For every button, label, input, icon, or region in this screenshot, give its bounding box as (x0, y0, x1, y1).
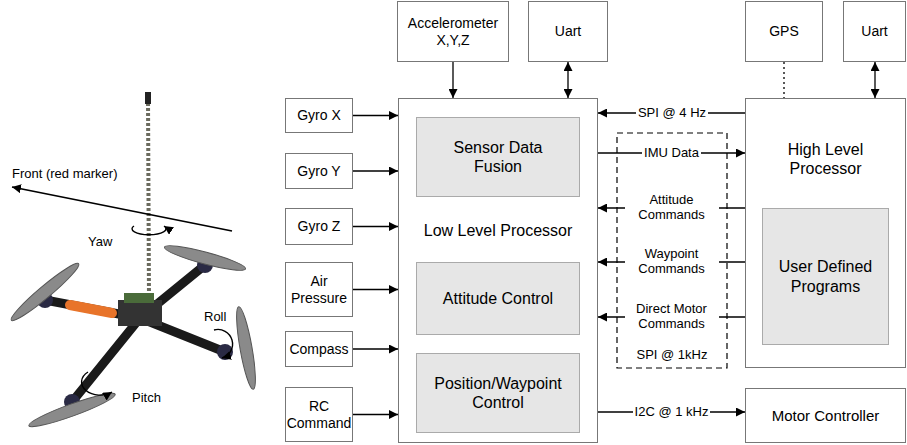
yaw-arrow (132, 226, 166, 235)
port-box: Uart (843, 1, 906, 62)
annotation-label: Roll (204, 309, 226, 325)
annotation-label: Yaw (88, 234, 112, 250)
connector-line (353, 289, 398, 290)
processor-box: Low Level Processor Sensor Data FusionAtt… (398, 98, 598, 443)
sensor-box: Gyro Y (285, 153, 353, 189)
signal-connector (453, 62, 454, 98)
signal-label: Direct Motor Commands (625, 302, 719, 332)
box-label: Air Pressure (287, 273, 351, 307)
box-label: Uart (555, 23, 581, 40)
connector-line (353, 115, 398, 116)
propellers (7, 241, 259, 431)
sensor-box: Gyro X (285, 98, 353, 133)
annotation-label: SPI @ 1kHz (637, 347, 708, 363)
signal-label: Attitude Commands (625, 193, 719, 223)
controller-box: Motor Controller (745, 388, 906, 443)
box-label: Attitude Control (443, 289, 553, 308)
connector-line (353, 170, 398, 171)
box-label: Position/Waypoint Control (427, 374, 569, 412)
port-box: Uart (528, 1, 608, 62)
box-label: Uart (861, 23, 887, 40)
box-label: GPS (769, 23, 799, 40)
signal-label: I2C @ 1 kHz (633, 405, 711, 420)
roll-arrow (214, 329, 233, 358)
connector-line (353, 226, 398, 227)
tether-rope (148, 98, 149, 300)
box-label: Sensor Data Fusion (437, 138, 559, 176)
box-label: High Level Processor (746, 140, 905, 178)
sensor-box: GPS (745, 1, 823, 62)
box-label: Accelerometer X,Y,Z (402, 15, 504, 49)
box-label: Compass (289, 341, 348, 358)
connector-line (874, 62, 875, 98)
connector-line (353, 414, 398, 415)
circuit-board (124, 293, 154, 303)
sensor-box: Gyro Z (285, 208, 353, 245)
processor-box: High Level ProcessorUser Defined Program… (745, 98, 906, 368)
box-label: Low Level Processor (399, 221, 597, 240)
signal-connector (353, 289, 398, 290)
signal-label: IMU Data (642, 146, 701, 161)
connector-line (353, 348, 398, 349)
signal-connector (353, 226, 398, 227)
box-label: Gyro X (297, 107, 341, 124)
sensor-box: RC Command (285, 387, 353, 442)
box-label: RC Command (287, 398, 352, 432)
connector-line (452, 62, 453, 98)
signal-connector (568, 62, 569, 98)
box-label: Gyro Z (298, 218, 341, 235)
function-block: Attitude Control (416, 262, 580, 335)
box-label: Gyro Y (297, 163, 340, 180)
quadrotor-illustration (0, 0, 290, 445)
signal-label: SPI @ 4 Hz (636, 106, 708, 121)
sensor-box: Compass (285, 331, 353, 367)
frame-arms (45, 265, 225, 402)
signal-connector (353, 349, 398, 350)
function-block: User Defined Programs (762, 208, 889, 345)
body-plate (118, 300, 162, 326)
box-label: User Defined Programs (771, 257, 880, 295)
connector-line (567, 62, 568, 98)
signal-connector (353, 171, 398, 172)
signal-connector (353, 414, 398, 415)
sensor-box: Air Pressure (285, 262, 353, 317)
pitch-arrow (82, 372, 112, 395)
function-block: Sensor Data Fusion (416, 117, 580, 197)
box-label: Motor Controller (772, 407, 880, 425)
annotation-label: Pitch (132, 390, 161, 406)
rope-end (145, 92, 151, 104)
function-block: Position/Waypoint Control (416, 353, 580, 433)
sensor-box: Accelerometer X,Y,Z (397, 1, 509, 62)
spi-bus-bracket (617, 133, 727, 368)
signal-connector (353, 115, 398, 116)
annotation-label: Front (red marker) (12, 166, 117, 182)
front-arrow (12, 187, 232, 231)
signal-label: Waypoint Commands (625, 247, 719, 277)
signal-connector (875, 62, 876, 98)
